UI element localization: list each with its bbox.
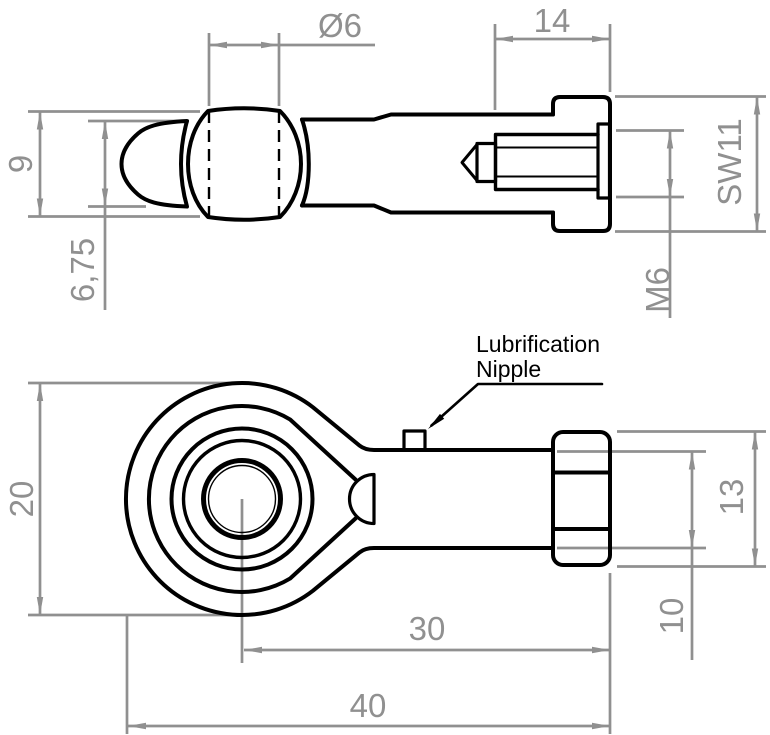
leader-arrowhead	[428, 413, 445, 429]
arrowhead	[495, 35, 513, 43]
arrowhead	[753, 213, 761, 232]
arrowhead	[688, 451, 696, 470]
arrowhead	[592, 35, 610, 43]
dim-label-thread: M6	[639, 267, 676, 313]
arrowhead	[209, 41, 227, 49]
dim-bore-dia: Ø6	[207, 7, 375, 106]
thread-core	[475, 141, 498, 184]
dim-head-dia: 20	[3, 381, 238, 617]
dim-label-head-dia: 20	[3, 481, 40, 518]
thread-drill-cone	[460, 143, 479, 182]
nipple-label-line1: Lubrification	[476, 331, 600, 357]
arrowhead	[244, 646, 262, 654]
dim-label-nut-corners: 13	[713, 479, 750, 516]
dim-nut-corners: 13	[617, 430, 766, 568]
arrowhead	[261, 41, 279, 49]
dim-label-shaft-dia: 10	[653, 598, 690, 635]
arrowhead	[101, 121, 109, 139]
dim-ball-width: 9	[2, 110, 200, 218]
ball-outline	[186, 106, 303, 222]
ball-seat-ring	[181, 438, 303, 560]
arrowhead	[666, 130, 674, 149]
dim-label-housing-width: 6,75	[64, 238, 101, 302]
leader-line	[430, 382, 604, 427]
dim-hex-across-flats: SW11	[615, 95, 766, 233]
arrowhead	[753, 96, 761, 115]
dim-label-bore-dia: Ø6	[318, 7, 362, 44]
arrowhead	[128, 722, 146, 730]
housing-ring	[169, 426, 315, 572]
lubrication-nipple	[402, 429, 427, 452]
dim-head-length: 14	[493, 2, 612, 110]
thread-major-outline	[493, 132, 600, 192]
arrowhead	[751, 548, 759, 567]
arrowhead	[101, 188, 109, 207]
dim-label-center-length: 30	[409, 610, 446, 647]
dim-label-head-length: 14	[534, 2, 571, 39]
dim-total-length: 40	[125, 616, 610, 734]
housing-lip-arc	[300, 117, 311, 208]
arrowhead	[688, 530, 696, 548]
arrowhead	[36, 383, 44, 401]
thread-end-face	[596, 122, 612, 200]
arrowhead	[36, 597, 44, 615]
dim-housing-width: 6,75	[64, 119, 189, 310]
bore-chamfer-circle	[207, 464, 277, 534]
arrowhead	[36, 198, 44, 217]
dim-center-length: 30	[240, 499, 612, 734]
head-inner-contour	[146, 404, 358, 594]
jam-nut-outline	[551, 430, 612, 567]
hex-head-outline	[551, 95, 612, 233]
dim-label-ball-width: 9	[2, 155, 39, 173]
shaft-end-bump	[347, 472, 376, 526]
arrowhead	[592, 722, 610, 730]
housing-cap-outline	[119, 119, 189, 209]
front-view-part	[123, 381, 612, 617]
bore-circle	[201, 458, 283, 540]
nipple-label-line2: Nipple	[476, 356, 541, 382]
arrowhead	[36, 111, 44, 130]
arrowhead	[751, 431, 759, 450]
side-view-part	[119, 95, 612, 233]
dim-label-total-length: 40	[350, 687, 387, 724]
dim-label-hex-af: SW11	[711, 118, 748, 205]
nipple-callout: Lubrification Nipple	[428, 331, 604, 429]
shank-top-edge	[300, 112, 555, 122]
arrowhead	[666, 179, 674, 197]
dim-thread: M6	[616, 129, 684, 318]
arrowhead	[592, 646, 610, 654]
shank-bottom-edge	[300, 203, 555, 215]
dim-shaft-dia: 10	[557, 450, 706, 660]
head-teardrop-outline	[123, 381, 555, 617]
